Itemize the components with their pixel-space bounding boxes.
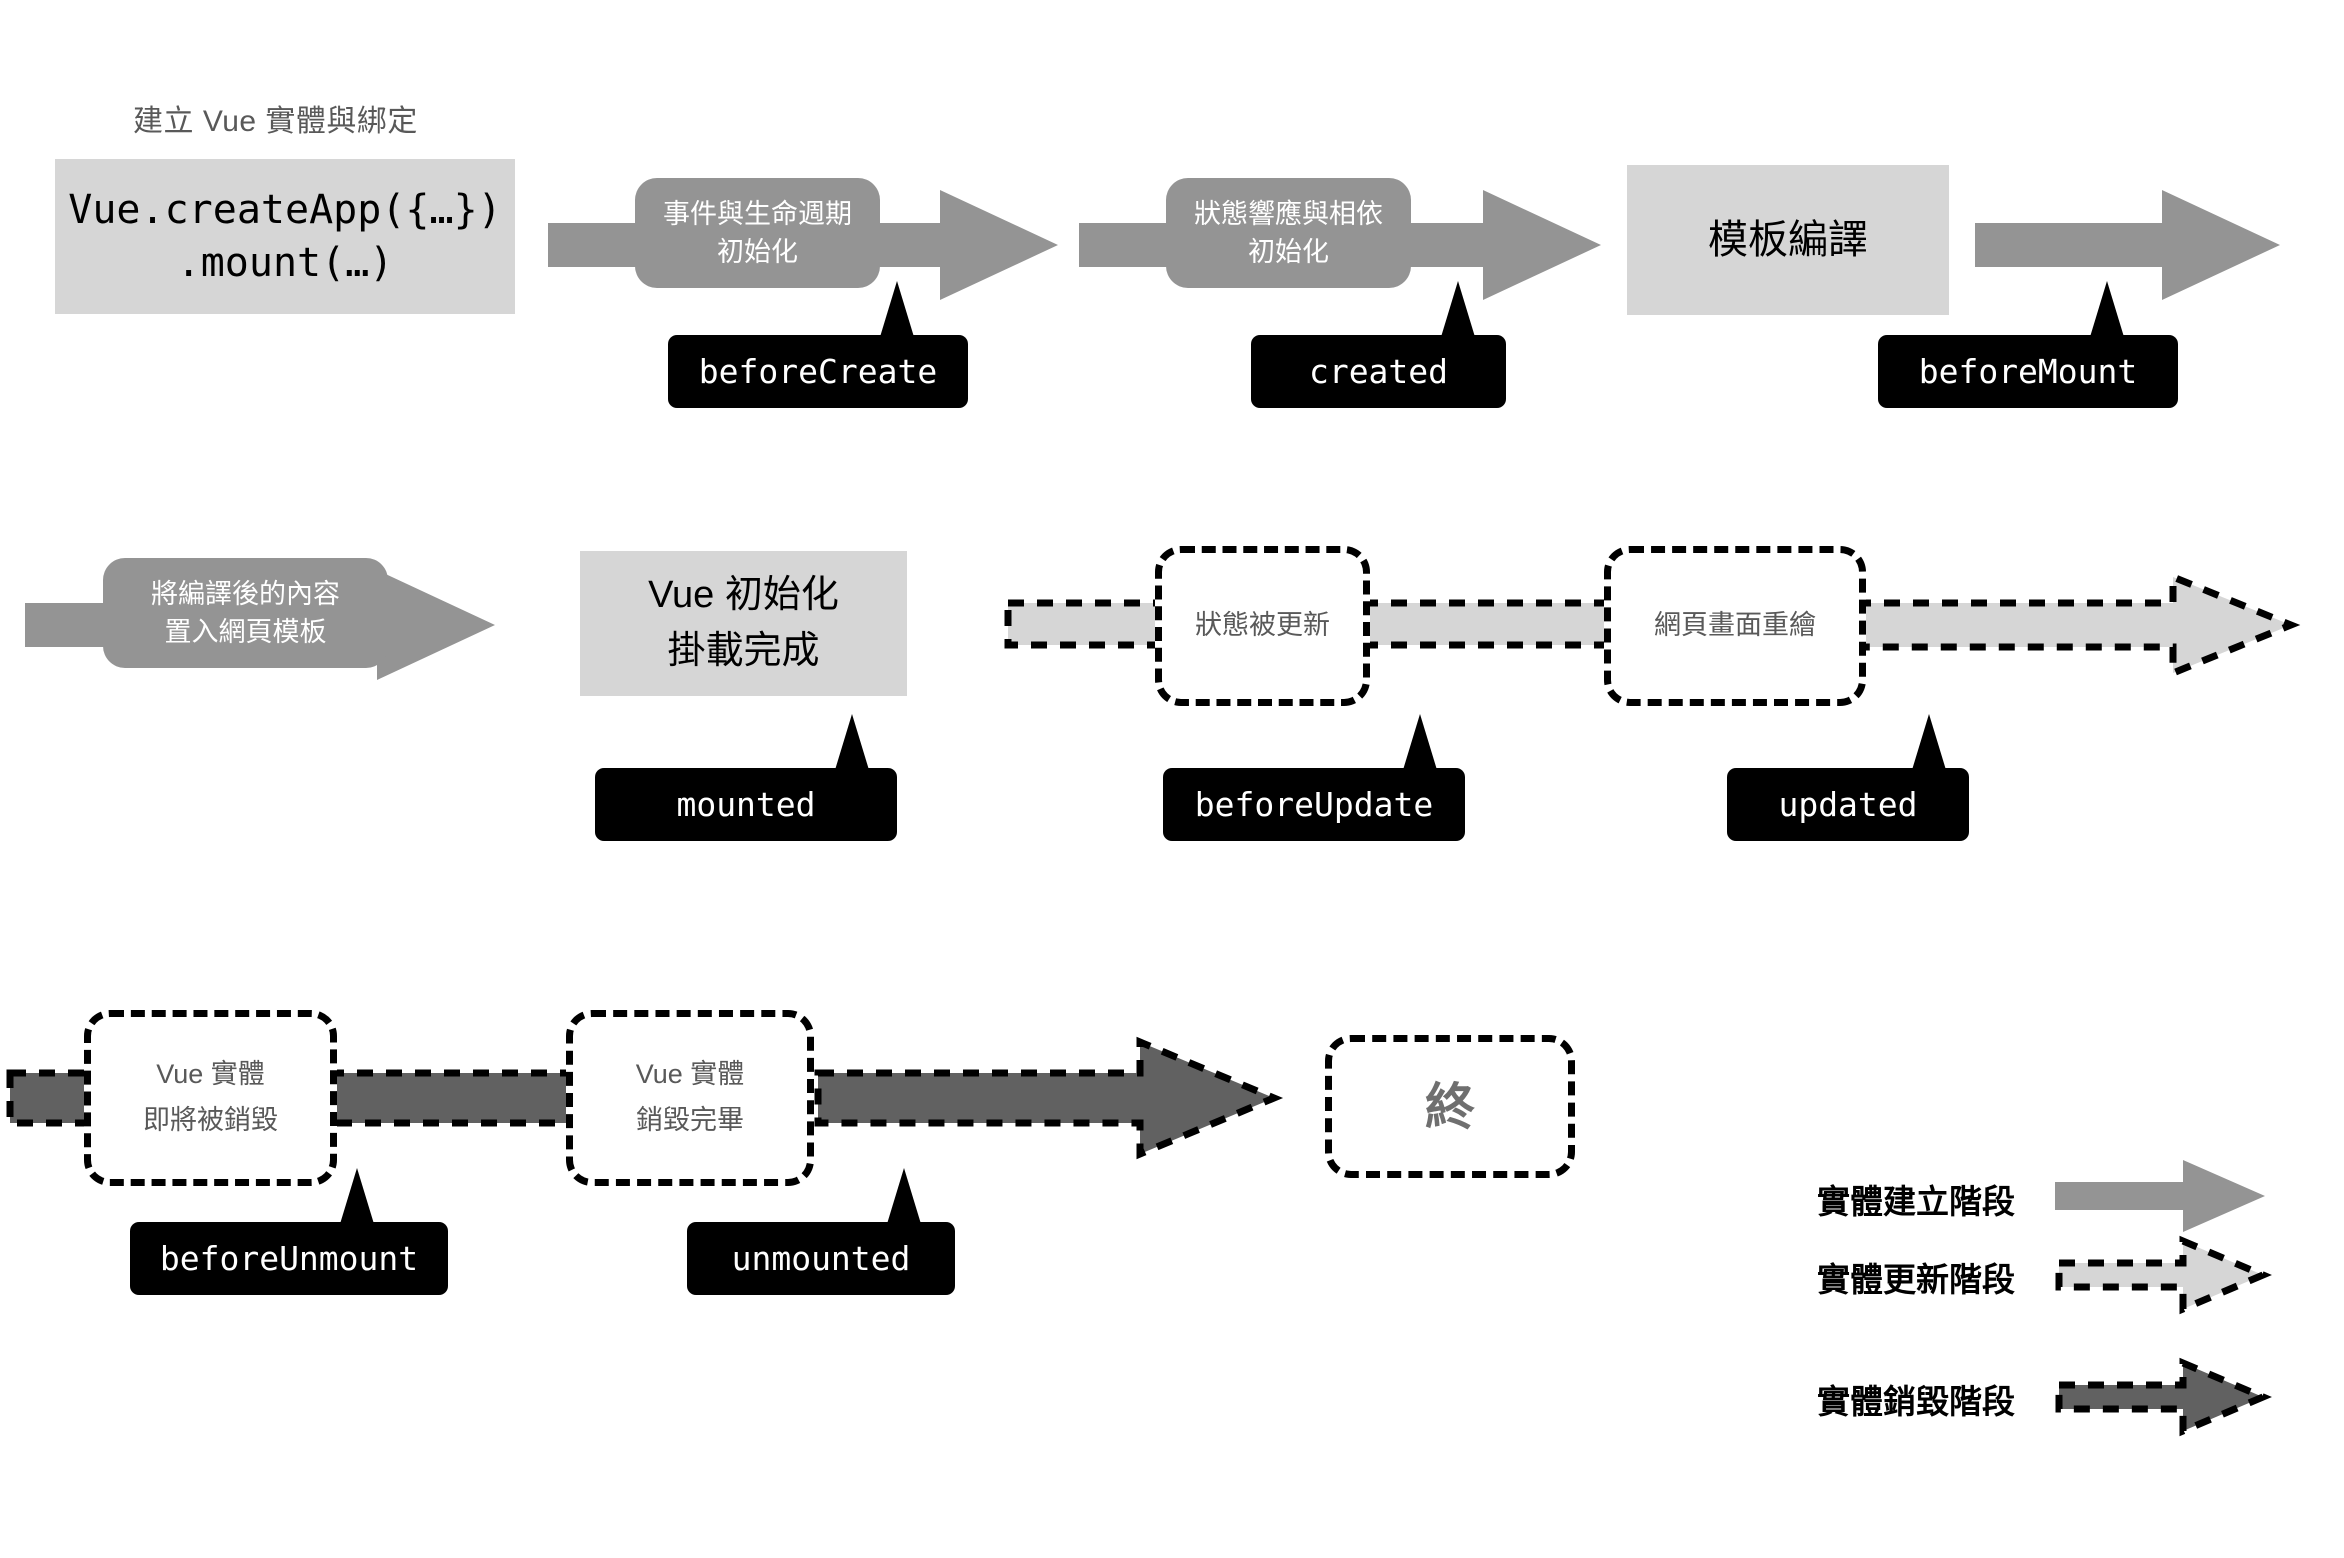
- update-arrow-head: [1851, 571, 2301, 679]
- update-arrow-stub: [1004, 599, 1170, 649]
- create-mounted-box: Vue 初始化 掛載完成: [580, 551, 907, 696]
- destroy-arrow-stub: [6, 1069, 102, 1127]
- destroy-end-box: 終: [1325, 1035, 1575, 1178]
- destroy-step-2-line1: Vue 實體: [635, 1059, 745, 1090]
- callout-nib: [2090, 281, 2124, 337]
- create-inject-pill: 將編譯後的內容 置入網頁模板: [103, 558, 388, 668]
- destroy-end-label: 終: [1425, 1078, 1475, 1135]
- hook-callout-created: created: [1251, 281, 1506, 408]
- hook-label-beforeunmount: beforeUnmount: [159, 1239, 419, 1278]
- create-step-pill-2-line1: 狀態響應與相依: [1194, 198, 1383, 229]
- destroy-step-1-line1: Vue 實體: [156, 1059, 265, 1090]
- destroy-step-1-line2: 即將被銷毀: [143, 1105, 278, 1135]
- hook-callout-beforecreate: beforeCreate: [668, 281, 968, 408]
- hook-callout-beforeunmount: beforeUnmount: [130, 1168, 448, 1295]
- update-step-label-2: 網頁畫面重繪: [1654, 610, 1816, 641]
- legend-arrow-create: [2055, 1160, 2265, 1232]
- hook-label-created: created: [1308, 352, 1449, 391]
- section-title-create: 建立 Vue 實體與綁定: [133, 105, 418, 138]
- callout-nib: [1403, 714, 1437, 770]
- destroy-arrow-head: [814, 1036, 1284, 1160]
- hook-callout-updated: updated: [1727, 714, 1969, 841]
- callout-nib: [340, 1168, 374, 1224]
- create-inject-line2: 置入網頁模板: [164, 617, 327, 647]
- hook-label-beforemount: beforeMount: [1918, 352, 2138, 391]
- update-arrow-mid: [1358, 599, 1614, 649]
- legend-label-update: 實體更新階段: [1817, 1261, 2015, 1298]
- destroy-step-box-2: Vue 實體 銷毀完畢: [566, 1010, 814, 1186]
- create-entry-line1: Vue.createApp({…}): [68, 186, 502, 233]
- create-inject-line1: 將編譯後的內容: [151, 578, 340, 609]
- legend-label-destroy: 實體銷毀階段: [1817, 1383, 2015, 1420]
- hook-label-unmounted: unmounted: [731, 1239, 911, 1278]
- create-step-pill-1-line2: 初始化: [717, 237, 798, 267]
- create-entry-line2: .mount(…): [176, 239, 394, 286]
- legend-arrow-destroy: [2055, 1357, 2272, 1437]
- destroy-arrow-mid: [324, 1069, 580, 1127]
- hook-callout-unmounted: unmounted: [687, 1168, 955, 1295]
- update-step-box-2: 網頁畫面重繪: [1604, 546, 1866, 706]
- hook-label-beforeupdate: beforeUpdate: [1194, 785, 1434, 824]
- legend-label-create: 實體建立階段: [1817, 1183, 2015, 1220]
- hook-label-beforecreate: beforeCreate: [698, 352, 938, 391]
- callout-nib: [835, 714, 869, 770]
- hook-callout-mounted: mounted: [595, 714, 897, 841]
- hook-label-updated: updated: [1778, 785, 1918, 824]
- callout-nib: [880, 281, 914, 337]
- create-step-pill-1: 事件與生命週期 初始化: [635, 178, 880, 288]
- callout-nib: [1441, 281, 1475, 337]
- destroy-step-box-1: Vue 實體 即將被銷毀: [84, 1010, 337, 1186]
- callout-nib: [1912, 714, 1946, 770]
- create-compile-label: 模板編譯: [1708, 218, 1868, 262]
- create-compile-box: 模板編譯: [1627, 165, 1949, 315]
- update-step-label-1: 狀態被更新: [1195, 610, 1330, 641]
- hook-callout-beforeupdate: beforeUpdate: [1163, 714, 1465, 841]
- update-step-box-1: 狀態被更新: [1155, 546, 1370, 706]
- create-step-pill-2: 狀態響應與相依 初始化: [1166, 178, 1411, 288]
- callout-nib: [887, 1168, 921, 1224]
- create-mounted-line2: 掛載完成: [667, 629, 820, 672]
- create-entry-box: Vue.createApp({…}) .mount(…): [55, 159, 515, 314]
- create-mounted-line1: Vue 初始化: [648, 574, 839, 617]
- create-step-pill-1-line1: 事件與生命週期: [663, 198, 852, 229]
- hook-callout-beforemount: beforeMount: [1878, 281, 2178, 408]
- destroy-step-2-line2: 銷毀完畢: [636, 1105, 744, 1135]
- hook-label-mounted: mounted: [676, 785, 816, 824]
- legend-arrow-update: [2055, 1235, 2272, 1315]
- create-arrow-3: [1975, 190, 2280, 300]
- create-step-pill-2-line2: 初始化: [1248, 237, 1329, 267]
